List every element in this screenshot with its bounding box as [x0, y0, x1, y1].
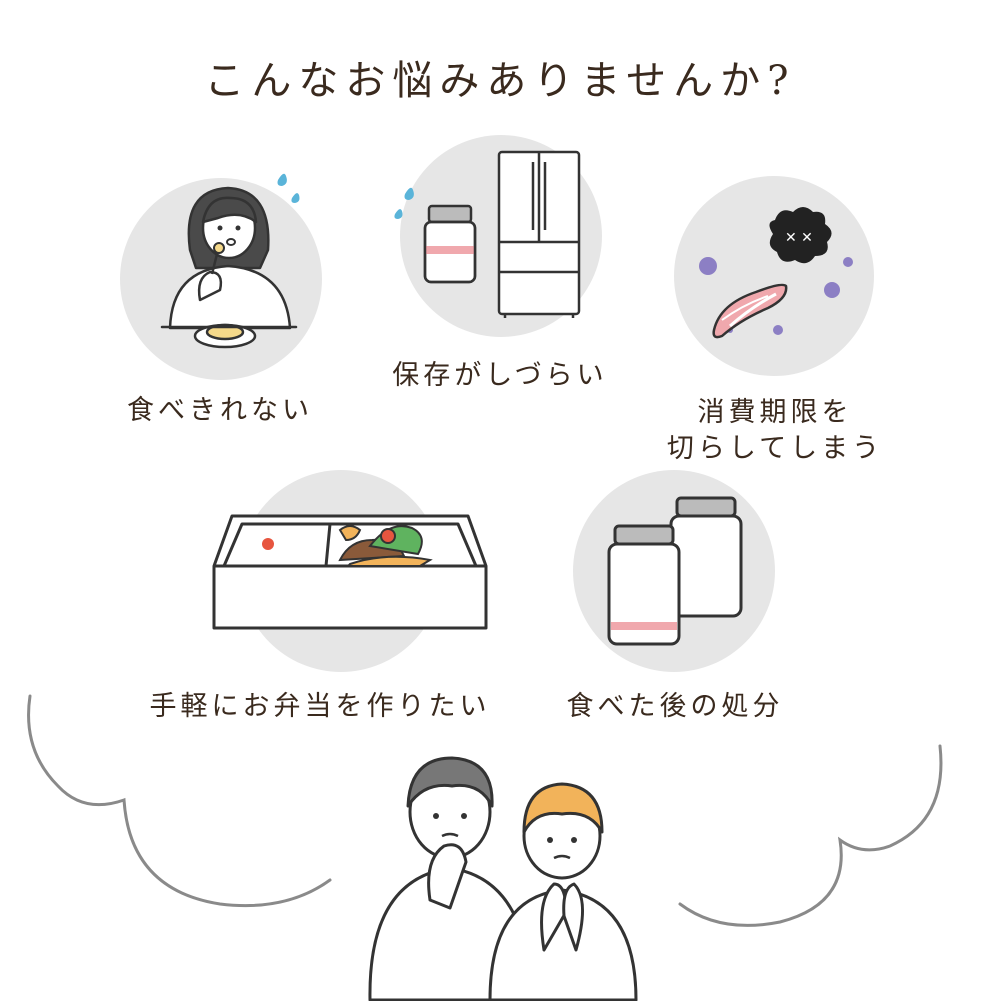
thinking-people-icon [368, 756, 638, 1001]
bento-box-icon [212, 514, 488, 630]
problem-label-line1: 消費期限を [697, 397, 853, 428]
empty-bottles-icon [607, 496, 743, 646]
problem-label: 保存がしづらい [392, 360, 608, 391]
page-title: こんなお悩みありませんか? [204, 58, 796, 104]
thought-cloud [27, 694, 943, 927]
problem-card-disposal: 食べた後の処分 [545, 470, 805, 730]
problem-label: 食べた後の処分 [566, 691, 784, 722]
problem-card-expiration: ✕ ✕ 消費期限を 切らしてしまう [660, 170, 900, 464]
svg-text:✕ ✕: ✕ ✕ [785, 230, 813, 246]
problem-card-bento: 手軽にお弁当を作りたい [130, 470, 510, 730]
illustration-circle [674, 176, 874, 376]
problem-label: 手軽にお弁当を作りたい [149, 691, 491, 722]
fridge-bottle-icon [394, 150, 581, 318]
problem-label-line2: 切らしてしまう [666, 433, 884, 464]
person-eating-icon [160, 173, 300, 349]
problem-card-hard-to-store: 保存がしづらい [375, 135, 635, 395]
problem-card-cant-finish: 食べきれない [100, 150, 360, 430]
spoiled-salmon-icon: ✕ ✕ [699, 207, 853, 339]
problem-label: 食べきれない [127, 395, 313, 426]
